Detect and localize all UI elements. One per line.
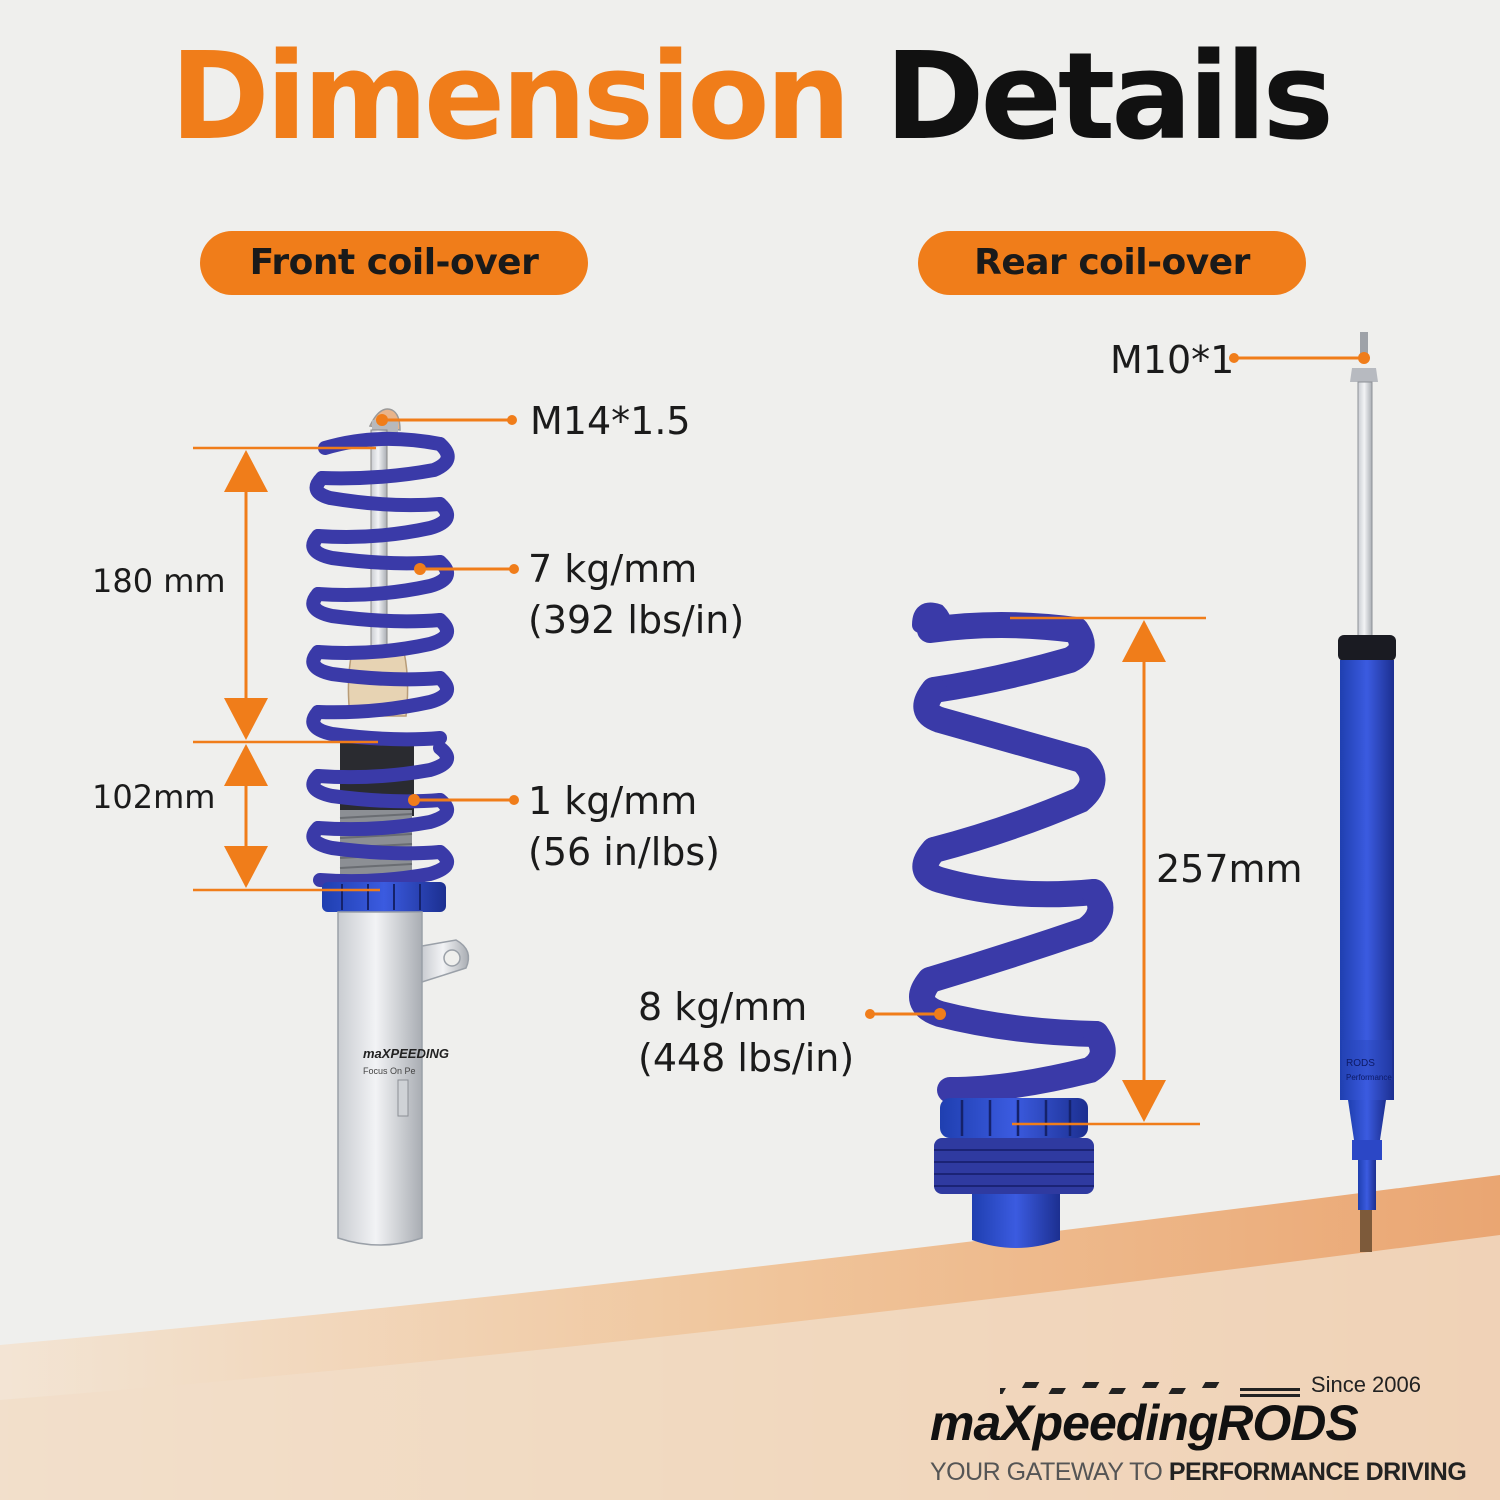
brand-since: Since 2006 xyxy=(1310,1372,1421,1397)
brand-name: maXpeedingRODS xyxy=(930,1395,1359,1451)
rear-spring-length: 257mm xyxy=(1156,847,1303,891)
front-upper-length: 180 mm xyxy=(92,562,226,600)
rear-coilover-label: Rear coil-over xyxy=(918,231,1306,295)
rear-rate-metric: 8 kg/mm xyxy=(638,985,808,1029)
page-title: Dimension Details xyxy=(0,38,1500,158)
rear-rate-imperial: (448 lbs/in) xyxy=(638,1036,855,1081)
front-lower-length: 102mm xyxy=(92,778,216,816)
front-dimension-markers xyxy=(193,414,519,892)
strut-brand-print: maXPEEDING xyxy=(363,1046,449,1061)
front-coilover-image xyxy=(306,408,470,1246)
front-upper-spring-rate: 7 kg/mm (392 lbs/in) xyxy=(528,544,744,647)
svg-text:RODS: RODS xyxy=(1346,1058,1375,1069)
strut-tagline-print: Focus On Pe xyxy=(363,1066,416,1076)
front-thread-spec: M14*1.5 xyxy=(530,399,691,443)
checkered-flag-icon xyxy=(1000,1382,1300,1397)
rear-spring-rate: 8 kg/mm (448 lbs/in) xyxy=(638,982,854,1085)
title-word-details: Details xyxy=(884,28,1334,167)
rear-thread-spec: M10*1 xyxy=(1110,338,1235,382)
brand-logo: Since 2006 maXpeedingRODS YOUR GATEWAY T… xyxy=(930,1372,1467,1486)
front-lower-rate-imperial: (56 in/lbs) xyxy=(528,830,721,875)
rear-dimension-markers xyxy=(865,352,1370,1126)
brand-tagline: YOUR GATEWAY TO PERFORMANCE DRIVING xyxy=(930,1458,1467,1487)
brand-tagline-prefix: YOUR GATEWAY TO xyxy=(930,1458,1169,1486)
front-lower-rate-metric: 1 kg/mm xyxy=(528,779,698,823)
front-coilover-label: Front coil-over xyxy=(200,231,588,295)
front-upper-rate-metric: 7 kg/mm xyxy=(528,547,698,591)
rear-shock-image: RODS Performance xyxy=(1338,332,1396,1252)
front-lower-spring-rate: 1 kg/mm (56 in/lbs) xyxy=(528,776,720,879)
title-word-dimension: Dimension xyxy=(170,28,851,167)
rear-spring-image xyxy=(909,602,1116,1248)
background-swoosh xyxy=(0,1175,1500,1500)
front-upper-rate-imperial: (392 lbs/in) xyxy=(528,598,745,643)
svg-text:Performance: Performance xyxy=(1346,1073,1392,1082)
brand-tagline-bold: PERFORMANCE DRIVING xyxy=(1168,1458,1467,1486)
